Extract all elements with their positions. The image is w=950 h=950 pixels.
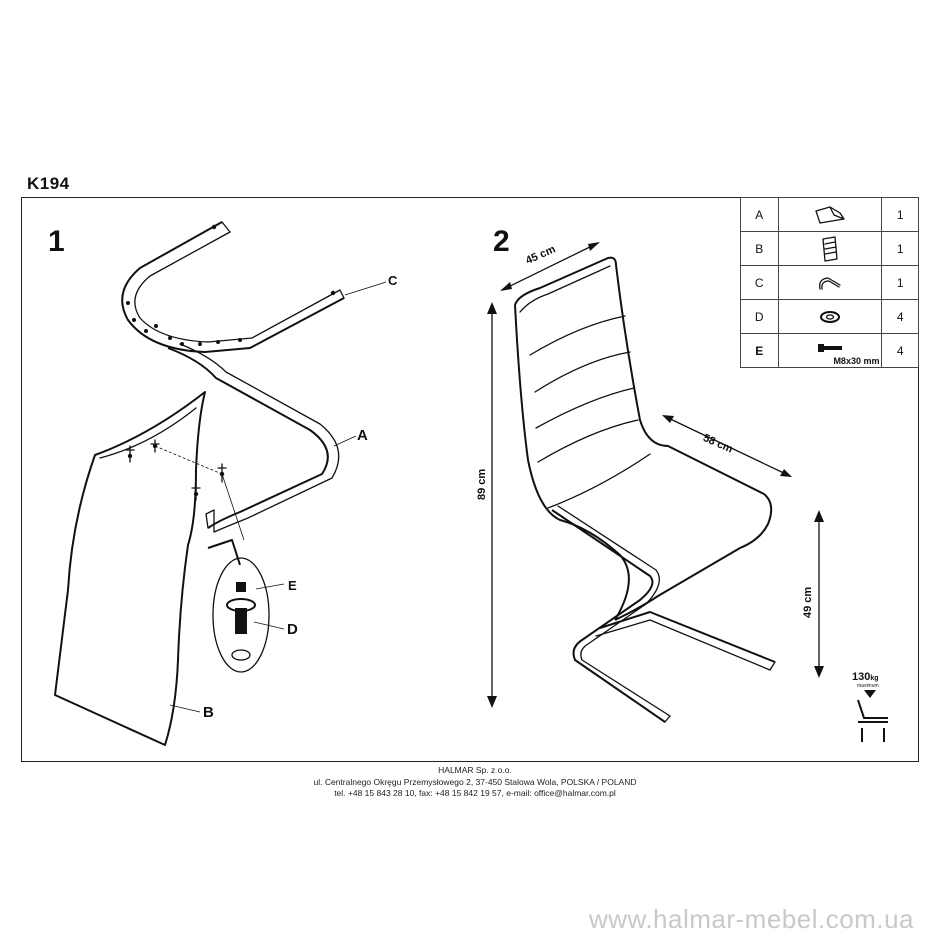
part-qty: 4 xyxy=(881,333,919,368)
parts-table: A 1 B 1 C 1 D xyxy=(740,197,919,368)
parts-row-d: D 4 xyxy=(740,299,919,334)
part-qty: 4 xyxy=(881,299,919,334)
parts-row-c: C 1 xyxy=(740,265,919,300)
watermark: www.halmar-mebel.com.ua xyxy=(588,904,914,934)
dimension-seat-height: 49 cm xyxy=(802,586,814,618)
label-part-e: E xyxy=(288,578,297,593)
max-load-unit: kg xyxy=(870,675,879,682)
max-load-note: maximum xyxy=(857,683,879,689)
part-qty: 1 xyxy=(881,197,919,232)
bolt-icon xyxy=(818,343,842,352)
max-load-chair-icon xyxy=(857,690,888,742)
part-letter: E xyxy=(740,333,779,368)
detail-bubble xyxy=(212,557,285,673)
backrest-part-b xyxy=(54,391,206,746)
part-qty: 1 xyxy=(881,231,919,266)
max-load-number: 130 xyxy=(852,671,871,683)
seat-shell-icon xyxy=(815,205,845,224)
company-footer: HALMAR Sp. z o.o. ul. Centralnego Okręgu… xyxy=(0,765,950,800)
parts-row-b: B 1 xyxy=(740,231,919,266)
washer-icon xyxy=(820,310,840,323)
part-letter: C xyxy=(740,265,779,300)
label-part-d: D xyxy=(287,621,298,638)
label-part-b: B xyxy=(203,704,214,721)
seat-part-a xyxy=(167,343,357,533)
footer-contact: tel. +48 15 843 28 10, fax: +48 15 842 1… xyxy=(334,788,616,798)
fastener-group xyxy=(125,439,245,566)
step-2-drawing xyxy=(487,242,888,742)
frame-part-c xyxy=(121,221,387,353)
backrest-panel-icon xyxy=(822,235,838,262)
model-title: K194 xyxy=(27,174,70,193)
part-qty: 1 xyxy=(881,265,919,300)
bolt-spec: M8x30 mm xyxy=(833,356,880,366)
part-letter: A xyxy=(740,197,779,232)
dimension-arrows xyxy=(487,242,824,708)
label-part-c: C xyxy=(388,273,398,288)
part-letter: B xyxy=(740,231,779,266)
footer-address: ul. Centralnego Okręgu Przemysłowego 2, … xyxy=(313,776,637,787)
parts-row-a: A 1 xyxy=(740,197,919,232)
max-load-value: 130kg xyxy=(852,671,879,683)
step-2-number: 2 xyxy=(493,225,510,258)
instruction-frame xyxy=(21,197,919,762)
step-1-number: 1 xyxy=(48,225,65,258)
footer-company: HALMAR Sp. z o.o. xyxy=(438,765,512,775)
dimension-height: 89 cm xyxy=(476,468,488,500)
frame-hook-icon xyxy=(819,276,841,290)
part-letter: D xyxy=(740,299,779,334)
step-1-drawing xyxy=(54,221,387,746)
label-part-a: A xyxy=(357,427,368,444)
parts-row-e: E M8x30 mm 4 xyxy=(740,333,919,368)
